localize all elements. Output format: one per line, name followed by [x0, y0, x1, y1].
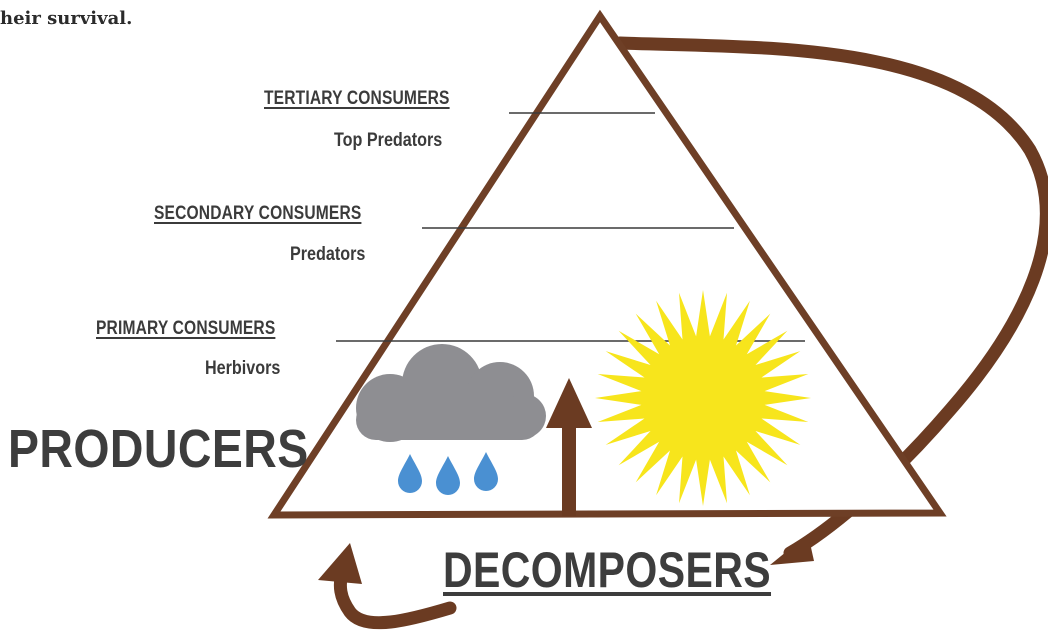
secondary-consumers-label: SECONDARY CONSUMERS [154, 203, 362, 224]
producers-label: PRODUCERS [8, 419, 309, 479]
up-arrow-icon [546, 378, 592, 516]
tertiary-consumers-label: TERTIARY CONSUMERS [264, 88, 450, 109]
sun-icon [595, 290, 811, 506]
intro-text-fragment: heir survival. [0, 8, 133, 29]
herbivors-label: Herbivors [205, 358, 281, 379]
decomposers-label: DECOMPOSERS [443, 542, 772, 598]
rain-cloud-icon [356, 344, 546, 495]
return-arrow-icon [318, 543, 457, 630]
primary-consumers-label: PRIMARY CONSUMERS [96, 318, 276, 339]
predators-label: Predators [290, 244, 366, 265]
top-predators-label: Top Predators [334, 130, 443, 151]
